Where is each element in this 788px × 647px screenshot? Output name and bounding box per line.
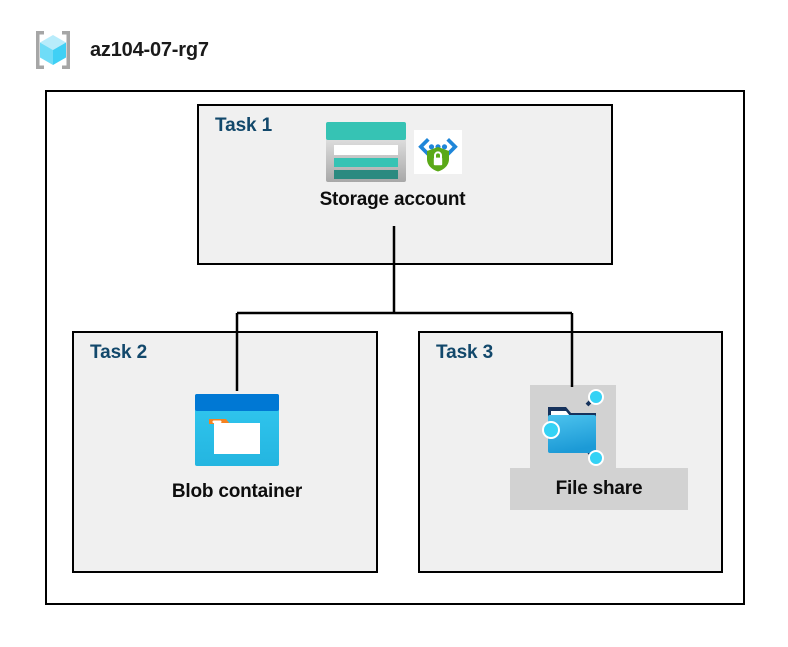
- azure-resource-group-icon: [36, 31, 70, 69]
- task-2-label: Task 2: [90, 342, 148, 363]
- file-share-selection-highlight: [510, 468, 688, 510]
- task-3-label: Task 3: [436, 342, 494, 363]
- resource-group-header: az104-07-rg7: [30, 27, 209, 73]
- storage-account-node[interactable]: Storage account: [285, 121, 500, 211]
- file-share-icon: [530, 385, 616, 469]
- task-3-box: Task 3: [418, 331, 723, 573]
- storage-account-icon-row: [324, 121, 462, 183]
- resource-group-name: az104-07-rg7: [90, 38, 209, 61]
- task-1-label: Task 1: [215, 115, 273, 136]
- blob-container-node[interactable]: Blob container: [152, 392, 322, 503]
- blob-container-caption: Blob container: [171, 481, 303, 502]
- file-share-node[interactable]: [530, 385, 616, 469]
- storage-account-caption: Storage account: [319, 189, 466, 210]
- file-share-caption: File share: [555, 478, 643, 499]
- storage-account-icon: [325, 122, 406, 182]
- blob-container-icon: [195, 394, 279, 466]
- private-link-secure-endpoint-icon: [413, 130, 462, 174]
